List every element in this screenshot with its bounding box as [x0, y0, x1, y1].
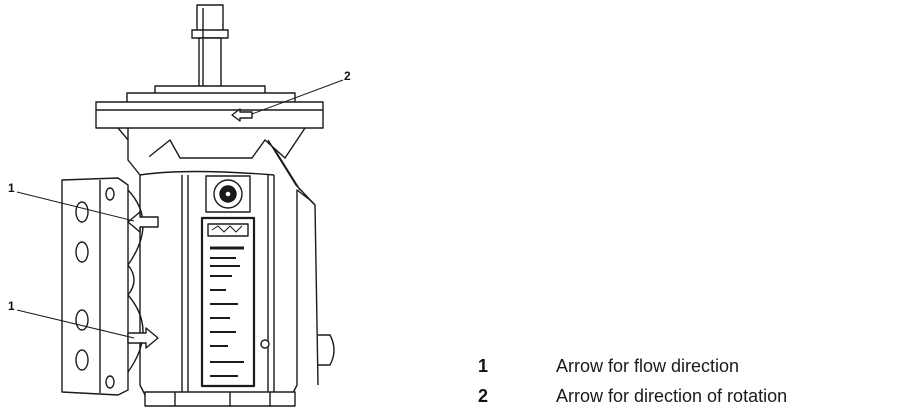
legend-item: 2 Arrow for direction of rotation [478, 386, 908, 416]
drive-shaft [126, 4, 296, 104]
legend: 1 Arrow for flow direction 2 Arrow for d… [478, 356, 908, 416]
legend-label: Arrow for direction of rotation [556, 386, 788, 406]
screw-icon [260, 339, 270, 349]
callout-1-upper: 1 [8, 181, 15, 195]
legend-number: 2 [478, 386, 489, 406]
side-flange [61, 177, 144, 396]
flow-arrow-upper-icon [127, 211, 159, 233]
top-flange [95, 101, 324, 161]
callout-1-lower: 1 [8, 299, 15, 313]
gauge-icon [205, 175, 251, 213]
legend-number: 1 [478, 356, 489, 376]
nameplate [200, 216, 256, 388]
callout-2: 2 [344, 69, 351, 83]
legend-label: Arrow for flow direction [556, 356, 740, 376]
leader-line-1-upper [16, 191, 135, 222]
leader-line-1-lower [16, 309, 135, 339]
leader-line-2 [251, 79, 344, 115]
flow-arrow-lower-icon [127, 327, 159, 349]
legend-item: 1 Arrow for flow direction [478, 356, 908, 386]
rotation-arrow-icon [231, 108, 253, 122]
